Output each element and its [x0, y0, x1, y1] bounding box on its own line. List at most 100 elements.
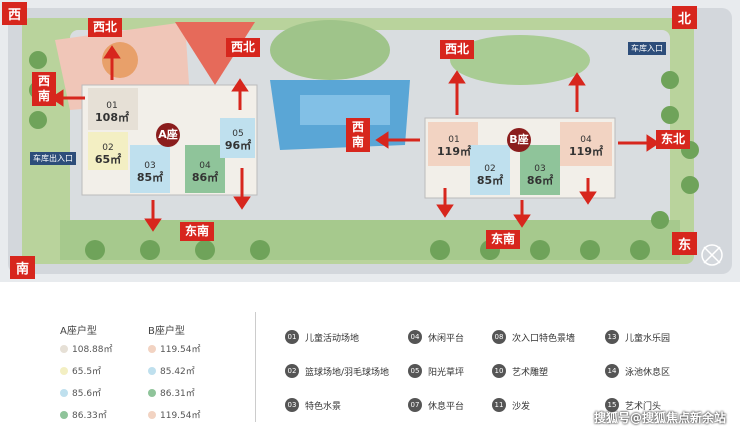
watermark: 搜狐号@搜狐焦点新余站	[593, 411, 726, 425]
swatch	[60, 410, 68, 419]
facility-number: 13	[605, 330, 619, 344]
tower-b-unit-01-block	[428, 122, 478, 166]
facility-item: 13 儿童水乐园	[605, 330, 670, 344]
facility-label: 艺术雕塑	[512, 367, 549, 378]
tower-a-unit-03-block	[130, 145, 170, 193]
facility-number: 14	[605, 364, 619, 378]
facility-item: 10 艺术雕塑	[492, 364, 548, 378]
swatch	[60, 344, 68, 353]
facility-label: 儿童活动场地	[305, 333, 360, 344]
facility-label: 休闲平台	[428, 333, 465, 344]
tower-a-unit-02: 02 65㎡	[88, 142, 128, 166]
basketball-court	[175, 22, 255, 85]
legend-label: 86.33㎡	[72, 411, 107, 421]
facility-label: 休息平台	[428, 401, 465, 412]
facility-number: 11	[492, 398, 506, 412]
tree-row	[29, 51, 699, 260]
legend-b-item: 119.54㎡	[148, 408, 201, 421]
tag-a-southeast: 东南	[180, 222, 215, 241]
tower-b-unit-03: 03 86㎡	[520, 163, 560, 187]
unit-area: 86㎡	[526, 174, 554, 187]
facility-item: 04 休闲平台	[408, 330, 464, 344]
corner-east: 东	[672, 232, 698, 255]
legend-label: 119.54㎡	[160, 345, 201, 355]
unit-area: 85㎡	[476, 174, 504, 187]
facility-label: 次入口特色景墙	[512, 333, 576, 344]
facility-label: 沙发	[512, 401, 531, 412]
facility-number: 08	[492, 330, 506, 344]
tower-b-unit-02-block	[470, 145, 510, 195]
tower-a-unit-04: 04 86㎡	[185, 160, 225, 184]
tower-b-badge: B座	[507, 128, 531, 152]
tower-b-unit-04-block	[560, 122, 612, 166]
tower-a-unit-03: 03 85㎡	[130, 160, 170, 184]
facility-item: 08 次入口特色景墙	[492, 330, 575, 344]
legend-a-title: A座户型	[60, 326, 97, 337]
legend-a-item: 108.88㎡	[60, 342, 113, 355]
facility-number: 07	[408, 398, 422, 412]
tower-b-unit-01: 01 119㎡	[432, 134, 476, 158]
site-plan	[0, 0, 740, 282]
legend-b-item: 119.54㎡	[148, 342, 201, 355]
unit-number: 01	[448, 135, 460, 145]
unit-area: 119㎡	[569, 145, 603, 158]
unit-area: 96㎡	[224, 139, 252, 152]
facility-item: 07 休息平台	[408, 398, 464, 412]
swatch	[148, 388, 156, 397]
car-entrance-label: 车库入口	[628, 42, 666, 55]
tag-a-northwest-1: 西北	[88, 18, 123, 37]
facility-number: 02	[285, 364, 299, 378]
unit-number: 05	[232, 129, 244, 139]
pool-inner	[300, 95, 390, 125]
south-lawn	[60, 220, 680, 260]
legend-label: 65.5㎡	[72, 367, 102, 377]
facility-label: 特色水景	[305, 401, 342, 412]
tag-b-southeast: 东南	[486, 230, 521, 249]
facility-label: 泳池休息区	[625, 367, 671, 378]
facility-number: 04	[408, 330, 422, 344]
legend-a-item: 65.5㎡	[60, 364, 101, 377]
play-feature	[102, 42, 138, 78]
tag-center-west-south: 西南	[346, 118, 370, 152]
unit-number: 04	[199, 161, 211, 171]
swatch	[148, 410, 156, 419]
facility-number: 05	[408, 364, 422, 378]
facility-item: 03 特色水景	[285, 398, 341, 412]
corner-west: 西	[2, 2, 28, 25]
unit-number: 04	[580, 135, 592, 145]
legend-panel: A座户型 B座户型 108.88㎡ 65.5㎡ 85.6㎡ 86.33㎡ 119…	[0, 282, 740, 432]
facility-number: 03	[285, 398, 299, 412]
legend-a-item: 86.33㎡	[60, 408, 107, 421]
facility-label: 儿童水乐园	[625, 333, 671, 344]
legend-label: 108.88㎡	[72, 345, 113, 355]
tower-a-unit-05-block	[220, 118, 255, 158]
unit-number: 02	[102, 143, 114, 153]
facility-item: 14 泳池休息区	[605, 364, 670, 378]
facility-number: 10	[492, 364, 506, 378]
tower-a-unit-05: 05 96㎡	[215, 128, 261, 152]
unit-area: 119㎡	[437, 145, 471, 158]
compass	[701, 244, 723, 266]
corner-north: 北	[672, 6, 698, 29]
northeast-garden	[450, 35, 590, 85]
north-garden	[270, 20, 390, 80]
unit-number: 01	[106, 101, 118, 111]
unit-area: 65㎡	[94, 153, 122, 166]
legend-a-item: 85.6㎡	[60, 386, 101, 399]
tower-b-unit-03-block	[520, 145, 560, 195]
facility-number: 15	[605, 398, 619, 412]
facility-label: 篮球场地/羽毛球场地	[305, 367, 390, 378]
orientation-arrows	[50, 45, 660, 232]
swatch	[148, 366, 156, 375]
tower-a-badge: A座	[156, 123, 180, 147]
unit-number: 03	[534, 164, 546, 174]
tag-a-west-south: 西南	[32, 72, 56, 106]
car-exit-label: 车库出入口	[30, 152, 76, 165]
tower-a-unit-01-block	[88, 88, 138, 130]
legend-label: 85.6㎡	[72, 389, 102, 399]
corner-south: 南	[10, 256, 36, 279]
tower-b-unit-02: 02 85㎡	[470, 163, 510, 187]
facility-item: 11 沙发	[492, 398, 530, 412]
unit-area: 85㎡	[136, 171, 164, 184]
